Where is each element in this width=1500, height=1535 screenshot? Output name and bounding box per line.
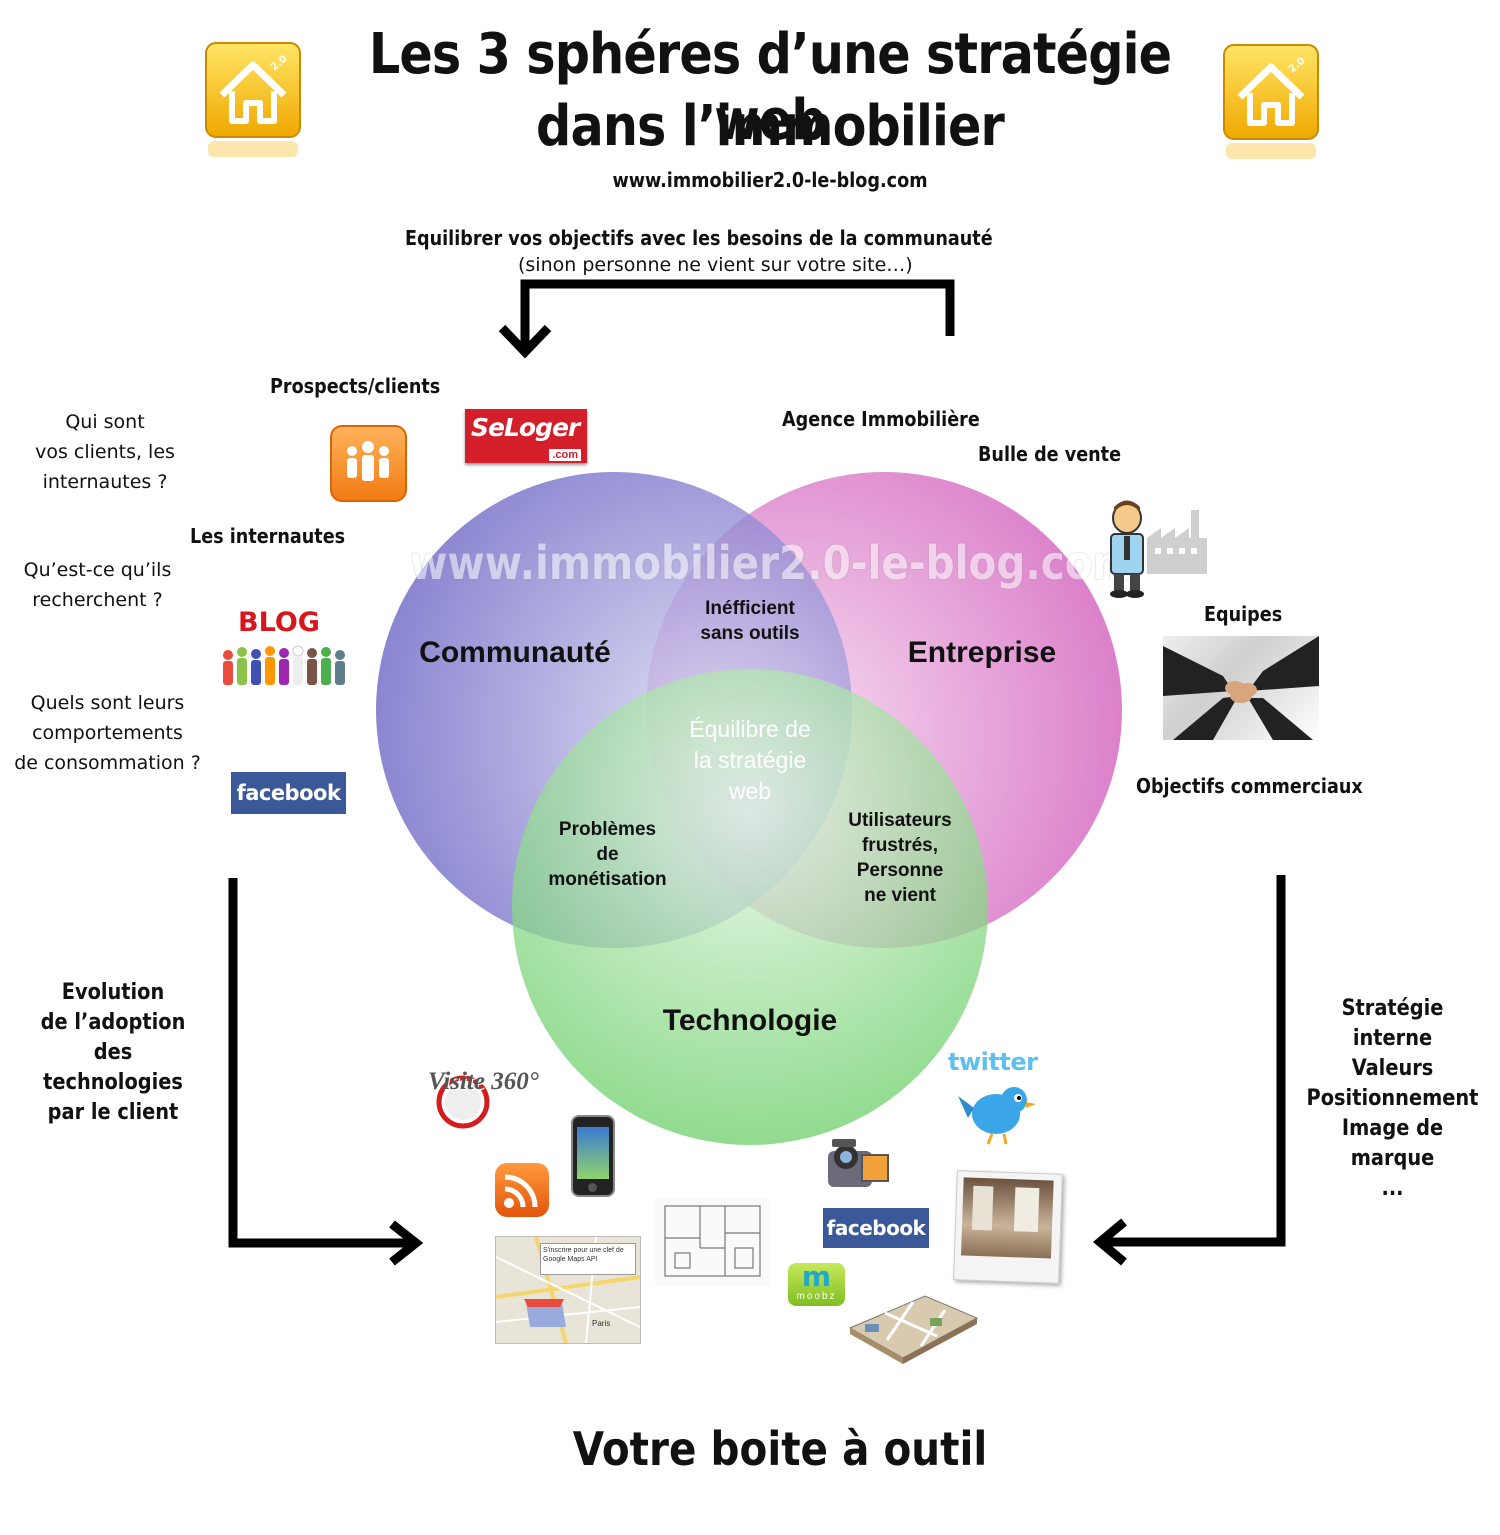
label-internautes: Les internautes xyxy=(190,524,346,548)
venn-label-entreprise: Entreprise xyxy=(907,636,1057,669)
seloger-logo: SeLoger .com xyxy=(465,409,587,463)
page-title-line2: dans l’immobilier xyxy=(536,94,1005,159)
businessman-factory-icon xyxy=(1105,498,1210,598)
floor-plan-icon xyxy=(655,1198,770,1286)
bottom-title: Votre boite à outil xyxy=(572,1422,988,1476)
left-arrow-head xyxy=(389,1220,424,1266)
google-maps-widget: S'inscrire pour une clef de Google Maps … xyxy=(495,1236,641,1344)
top-arrow-line xyxy=(520,279,955,346)
property-polaroid-photo xyxy=(953,1170,1063,1284)
video-camera-icon xyxy=(822,1131,890,1197)
label-prospects: Prospects/clients xyxy=(270,374,441,398)
left-arrow-line xyxy=(228,878,410,1248)
blog-url: www.immobilier2.0-le-blog.com xyxy=(612,168,928,192)
twitter-logo: twitter xyxy=(948,1048,1048,1148)
label-objectifs: Objectifs commerciaux xyxy=(1136,774,1363,798)
maps-city-label: Paris xyxy=(592,1319,611,1328)
label-agence: Agence Immobilière xyxy=(782,407,980,431)
home-icon-right: 2.0 xyxy=(1222,43,1320,161)
visite-360-logo: Visite 360° xyxy=(425,1068,539,1130)
home-icon-left: 2.0 xyxy=(204,41,302,159)
maps-api-note: S'inscrire pour une clef de Google Maps … xyxy=(540,1243,636,1275)
label-equipes: Equipes xyxy=(1204,602,1283,626)
page-title-line1: Les 3 sphéres d’une stratégie web xyxy=(368,22,1172,153)
moobz-logo: m moobz xyxy=(788,1263,845,1306)
venn-label-technologie: Technologie xyxy=(662,1004,838,1037)
rss-icon xyxy=(495,1163,549,1217)
right-arrow-line xyxy=(1105,875,1286,1247)
venn-label-communaute: Communauté xyxy=(419,636,611,669)
team-hands-photo xyxy=(1163,636,1319,740)
iphone-icon xyxy=(571,1115,615,1197)
right-arrow-head xyxy=(1092,1218,1127,1266)
top-arrow-head xyxy=(498,324,552,359)
label-bulle: Bulle de vente xyxy=(978,442,1122,466)
facebook-logo-left: facebook xyxy=(231,772,346,814)
people-group-icon xyxy=(330,425,407,502)
blog-community-icon: BLOG xyxy=(218,605,350,690)
balance-heading: Equilibrer vos objectifs avec les besoin… xyxy=(405,226,993,250)
balance-subheading: (sinon personne ne vient sur votre site…… xyxy=(518,254,913,276)
circle-technologie xyxy=(512,669,988,1145)
3d-floor-plan-icon xyxy=(845,1288,980,1364)
facebook-logo-right: facebook xyxy=(823,1208,929,1248)
watermark: www.immobilier2.0-le-blog.com xyxy=(410,536,1135,590)
